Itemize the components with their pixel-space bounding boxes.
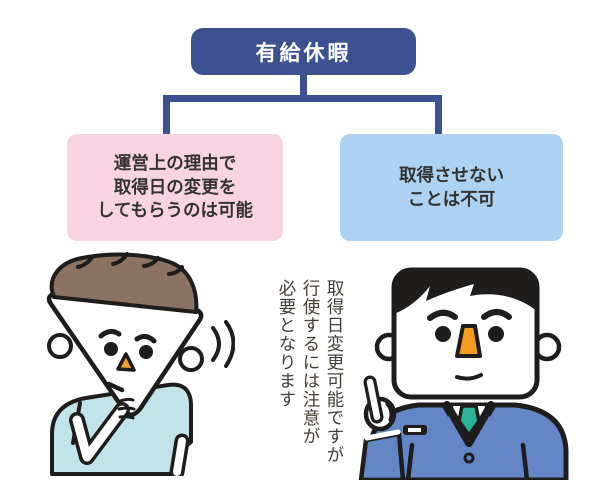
ear-right	[178, 346, 204, 372]
nose	[455, 324, 482, 358]
suit-button	[463, 452, 475, 464]
hair-notches	[76, 252, 184, 276]
connector-stub	[300, 74, 307, 99]
pocket-square	[408, 428, 421, 432]
index-finger	[366, 378, 381, 421]
hand-fingers	[116, 397, 136, 420]
motion-lines-icon	[211, 320, 235, 368]
eye-right	[488, 326, 504, 342]
shirt-cuff	[364, 429, 401, 441]
eye-left	[104, 342, 118, 356]
sleeve-seams	[405, 442, 530, 480]
flowchart-root-node: 有給休暇	[191, 28, 416, 75]
eye-left	[435, 326, 451, 342]
raised-sleeve	[358, 431, 406, 480]
vertical-caption: 取得日変更可能ですが 行使するには注意が 必要となります	[277, 279, 345, 464]
worried-man-figure	[46, 252, 235, 476]
hair	[394, 270, 537, 314]
eyebrow-right	[134, 333, 157, 344]
arm-right	[173, 437, 186, 476]
businessman-figure	[358, 267, 569, 480]
connector-drop-right	[435, 95, 442, 137]
eyebrow-left	[98, 328, 122, 339]
hair	[49, 252, 199, 314]
eyebrow-left	[427, 309, 458, 321]
lapel-wings	[441, 405, 497, 417]
eye-right	[139, 345, 153, 359]
mouth	[106, 381, 125, 393]
ear-left	[47, 333, 73, 359]
knuckle-lines	[371, 402, 393, 431]
arm-left	[72, 405, 127, 462]
connector-horizontal	[163, 95, 442, 102]
flowchart-node-refusal-not-allowed: 取得させない ことは不可	[340, 134, 563, 241]
nose	[116, 352, 136, 372]
eyebrow-right	[481, 309, 512, 320]
mouth	[455, 373, 483, 381]
connector-drop-left	[163, 95, 170, 137]
flowchart-node-change-possible: 運営上の理由で 取得日の変更を してもらうのは可能	[67, 134, 283, 241]
